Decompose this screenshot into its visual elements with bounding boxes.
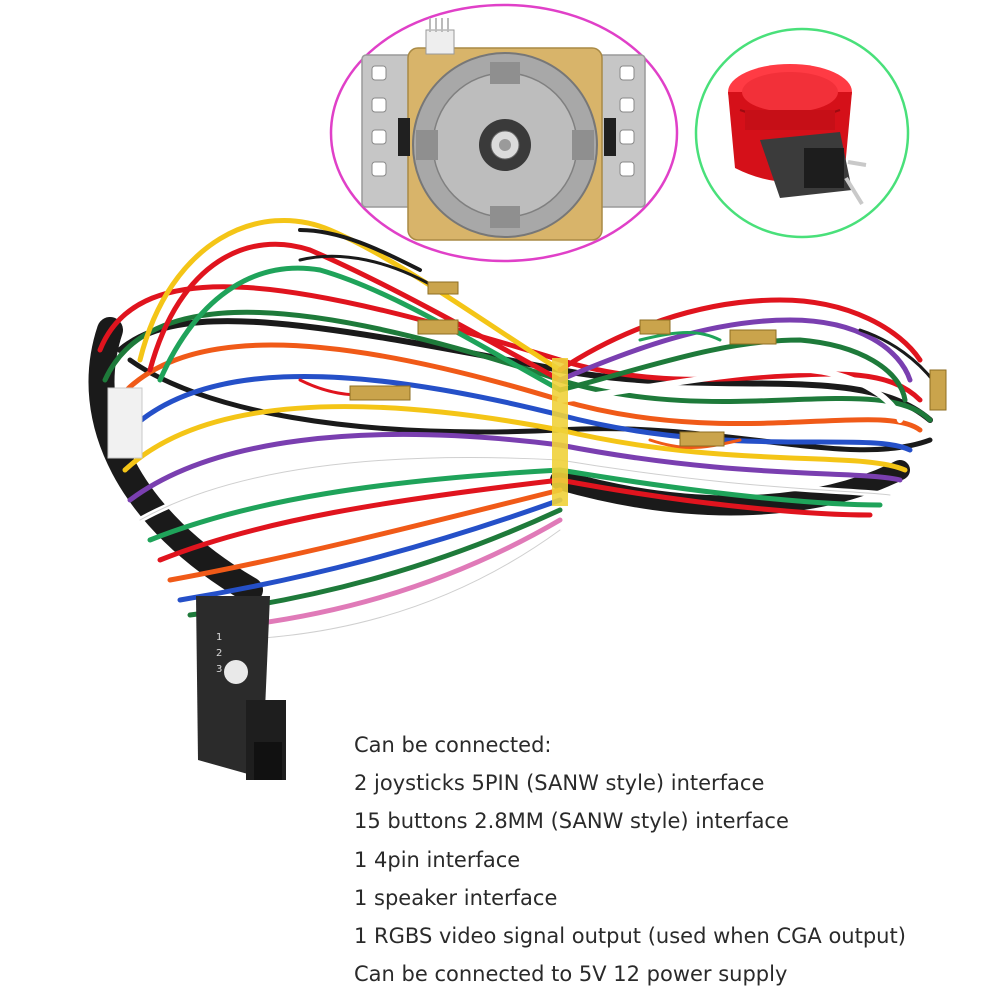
joystick-image — [361, 18, 646, 241]
push-button-image — [728, 64, 867, 206]
spec-line-speaker: 1 speaker interface — [354, 885, 558, 910]
spec-line-4pin: 1 4pin interface — [354, 847, 521, 872]
edge-connector-image: 1 2 3 — [196, 596, 286, 780]
button-inset — [694, 27, 910, 239]
spec-line-rgbs: 1 RGBS video signal output (used when CG… — [354, 924, 906, 949]
spec-line-buttons: 15 buttons 2.8MM (SANW style) interface — [354, 809, 789, 834]
connector-print-1: 1 — [216, 632, 222, 643]
spec-list: Can be connected: 2 joysticks 5PIN (SANW… — [354, 726, 994, 993]
spec-line-joysticks: 2 joysticks 5PIN (SANW style) interface — [354, 771, 765, 796]
joystick-inset — [329, 3, 679, 263]
wire-harness-image — [88, 217, 947, 643]
spec-line-power: Can be connected to 5V 12 power supply — [354, 962, 788, 987]
connector-print-2: 2 — [216, 648, 222, 659]
connector-print-3: 3 — [216, 664, 222, 675]
spec-heading: Can be connected: — [354, 733, 552, 757]
